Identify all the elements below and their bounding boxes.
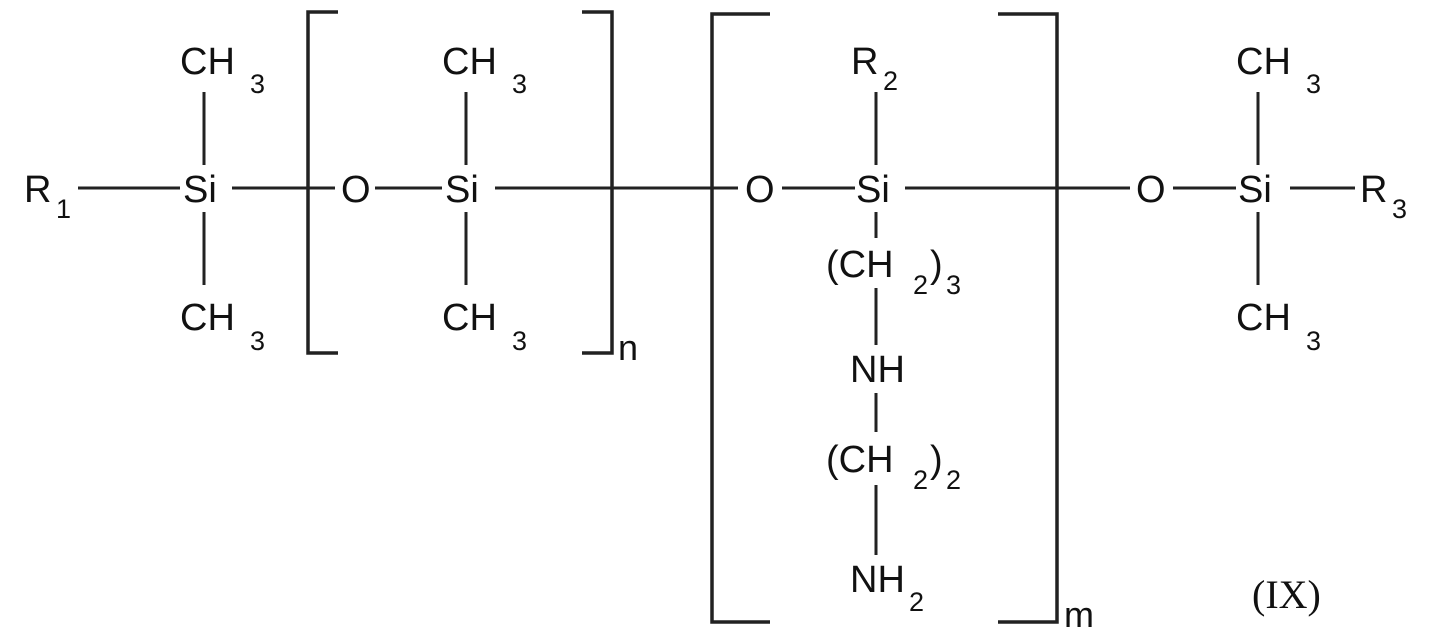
bonds — [78, 92, 1355, 555]
r3-label: R — [1360, 169, 1387, 211]
nh-group: NH — [850, 349, 905, 391]
o-atom-3: O — [1136, 169, 1166, 211]
ch3-top-2: CH — [442, 41, 497, 83]
bracket-n-right — [582, 12, 612, 353]
r3-subscript: 3 — [1392, 194, 1407, 224]
brackets — [308, 12, 1057, 622]
ch3-top-1-subscript: 3 — [250, 69, 265, 99]
o-atom-2: O — [745, 169, 775, 211]
ch3-bottom-1: CH — [180, 297, 235, 339]
r2-label: R — [851, 41, 878, 83]
ch2-chain-3: (CH — [826, 244, 894, 286]
ch2-chain-2-subscript: 2 — [913, 465, 928, 495]
ch2-chain-2-index: 2 — [946, 465, 961, 495]
ch3-top-4: CH — [1236, 41, 1291, 83]
ch3-top-1: CH — [180, 41, 235, 83]
ch2-chain-2-close: ) — [930, 439, 943, 481]
ch3-bottom-4: CH — [1236, 297, 1291, 339]
index-n: n — [618, 327, 638, 368]
bracket-m-left — [712, 14, 770, 622]
ch3-bottom-2-subscript: 3 — [512, 326, 527, 356]
ch3-top-2-subscript: 3 — [512, 69, 527, 99]
si-atom-4: Si — [1238, 169, 1272, 211]
ch2-chain-3-close: ) — [930, 244, 943, 286]
si-atom-3: Si — [856, 169, 890, 211]
index-m: m — [1064, 594, 1094, 635]
nh2-group: NH — [850, 559, 905, 601]
bracket-n-left — [308, 12, 338, 353]
r1-subscript: 1 — [56, 194, 71, 224]
ch2-chain-2: (CH — [826, 439, 894, 481]
r1-label: R — [24, 169, 51, 211]
ch3-bottom-4-subscript: 3 — [1306, 326, 1321, 356]
si-atom-2: Si — [445, 169, 479, 211]
ch3-bottom-1-subscript: 3 — [250, 326, 265, 356]
formula-label: (IX) — [1252, 572, 1321, 617]
bracket-m-right — [998, 14, 1057, 622]
ch2-chain-3-subscript: 2 — [913, 270, 928, 300]
si-atom-1: Si — [183, 169, 217, 211]
nh2-subscript: 2 — [909, 587, 924, 617]
ch2-chain-3-index: 3 — [946, 270, 961, 300]
o-atom-1: O — [341, 169, 371, 211]
ch3-bottom-2: CH — [442, 297, 497, 339]
r2-subscript: 2 — [883, 66, 898, 96]
ch3-top-4-subscript: 3 — [1306, 69, 1321, 99]
